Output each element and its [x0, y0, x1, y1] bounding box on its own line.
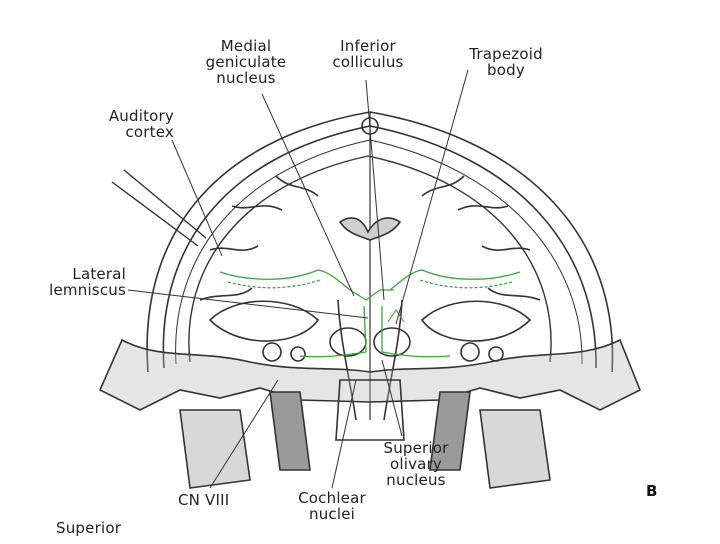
- label-auditory-cortex: Auditory cortex: [70, 108, 174, 140]
- label-line: Trapezoid: [469, 45, 543, 63]
- label-line: Lateral: [72, 265, 126, 283]
- label-line: Superior: [383, 439, 449, 457]
- leader-cochlear-nuclei: [331, 379, 357, 489]
- leader-inferior-colliculus: [365, 79, 385, 301]
- leader-superior-olivary: [381, 359, 403, 437]
- label-line: Medial: [220, 37, 272, 55]
- leader-auditory-cortex: [171, 139, 223, 257]
- label-cn-viii: CN VIII: [178, 491, 230, 509]
- leader-medial-geniculate: [261, 93, 355, 297]
- auditory-pathway: [219, 269, 521, 358]
- label-line: Cochlear: [298, 489, 366, 507]
- brainstem: [337, 299, 403, 421]
- label-cochlear-nuclei: Cochlear nuclei: [282, 490, 382, 522]
- footer-caption: Superior: [56, 519, 122, 537]
- label-line: Inferior: [340, 37, 396, 55]
- label-line: cortex: [125, 123, 174, 141]
- leader-trapezoid-body: [395, 69, 469, 325]
- label-line: nucleus: [216, 69, 276, 87]
- label-line: olivary: [389, 455, 443, 473]
- panel-letter: B: [646, 482, 658, 500]
- label-line: body: [487, 61, 525, 79]
- lateral-ventricles: [338, 217, 402, 241]
- temporal-bone-right: [479, 409, 551, 489]
- cerebrum: [188, 155, 552, 363]
- skull-base: [98, 338, 642, 411]
- label-line: colliculus: [332, 53, 404, 71]
- label-line: lemniscus: [49, 281, 126, 299]
- label-trapezoid-body: Trapezoid body: [456, 46, 556, 78]
- label-medial-geniculate-nucleus: Medial geniculate nucleus: [196, 38, 296, 86]
- leader-lateral-lemniscus: [127, 289, 369, 319]
- temporal-bone-left: [179, 409, 251, 489]
- label-line: nucleus: [386, 471, 446, 489]
- leader-cn-viii: [209, 379, 279, 489]
- label-line: geniculate: [205, 53, 287, 71]
- label-lateral-lemniscus: Lateral lemniscus: [18, 266, 126, 298]
- label-line: nuclei: [308, 505, 356, 523]
- label-inferior-colliculus: Inferior colliculus: [318, 38, 418, 70]
- label-line: Auditory: [108, 107, 174, 125]
- label-superior-olivary-nucleus: Superior olivary nucleus: [366, 440, 466, 488]
